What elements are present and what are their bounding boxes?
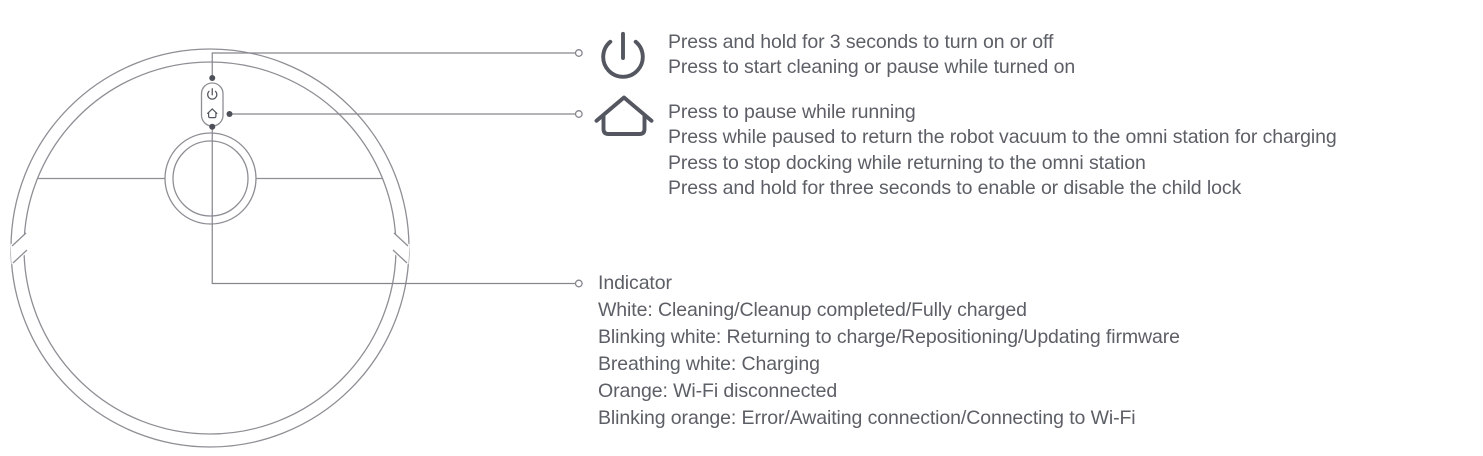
callout-text-line: Press to pause while running (668, 101, 916, 123)
bumper-break-left (11, 232, 28, 264)
bumper-break-mask-left (10, 231, 29, 265)
callout-text-line: Press while paused to return the robot v… (668, 126, 1337, 149)
robot-body-outline (10, 48, 410, 448)
callout-endpoint-circles (574, 49, 583, 288)
power-icon (601, 31, 645, 79)
button-panel[interactable] (200, 82, 224, 127)
indicator-callout-text: Indicator White: Cleaning/Cleanup comple… (598, 270, 1180, 431)
callout-lines (211, 52, 576, 285)
power-button-icon[interactable] (207, 88, 218, 100)
callout-anchor-dots (209, 75, 233, 130)
indicator-title: Indicator (598, 272, 672, 294)
bumper-break-right (392, 232, 409, 264)
home-button-icon[interactable] (207, 108, 218, 119)
callout-text-line: Orange: Wi-Fi disconnected (598, 379, 838, 402)
home-icon (594, 95, 654, 136)
lidar-turret (164, 132, 257, 225)
bumper-break-mask-right (391, 231, 410, 265)
power-callout-text: Press and hold for 3 seconds to turn on … (668, 30, 1075, 79)
callout-text-line: Press and hold for 3 seconds to turn on … (668, 31, 1054, 53)
power-callout-line (211, 52, 576, 78)
callout-text-line: White: Cleaning/Cleanup completed/Fully … (598, 298, 1027, 321)
callout-text-line: Press to start cleaning or pause while t… (668, 55, 1076, 78)
callout-text-line: Blinking orange: Error/Awaiting connecti… (598, 406, 1136, 429)
home-callout-text: Press to pause while running Press while… (668, 100, 1337, 201)
callout-text-line: Press and hold for three seconds to enab… (668, 176, 1242, 199)
callout-text-line: Breathing white: Charging (598, 352, 820, 375)
callout-text-line: Press to stop docking while returning to… (668, 151, 1146, 174)
indicator-callout-line (211, 126, 576, 285)
callout-text-line: Blinking white: Returning to charge/Repo… (598, 325, 1180, 348)
